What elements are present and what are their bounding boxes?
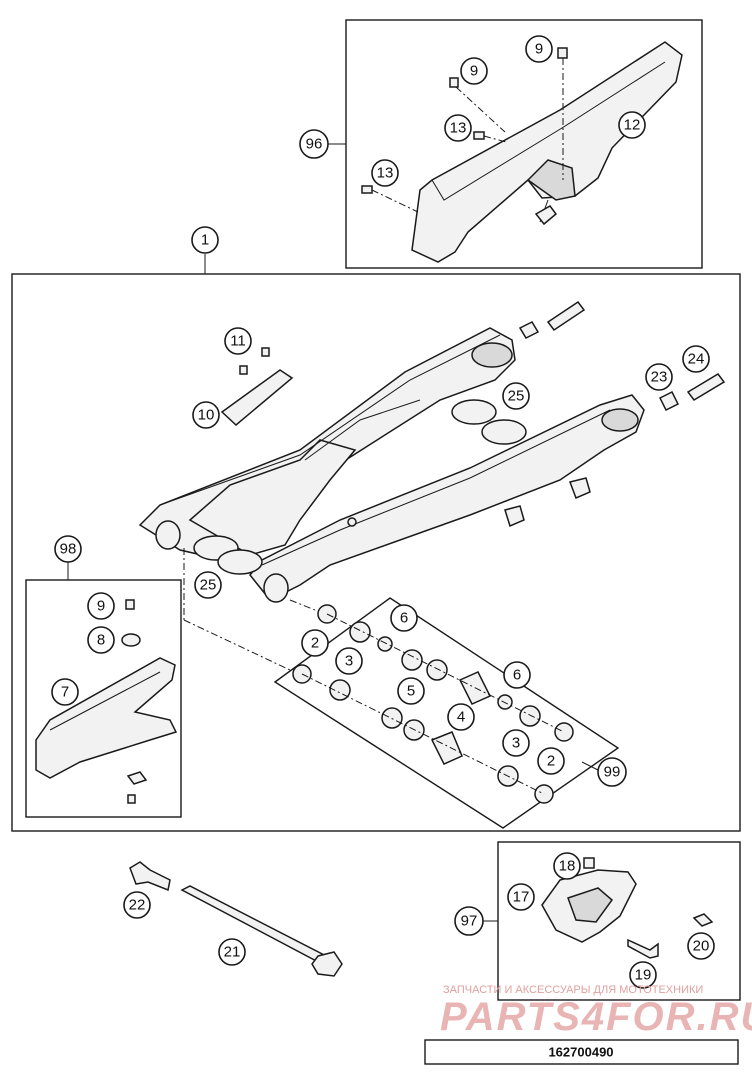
svg-text:20: 20	[693, 938, 710, 955]
svg-text:21: 21	[224, 944, 241, 961]
callout: 1	[191, 226, 219, 254]
callout: 4	[447, 703, 475, 731]
callout: 3	[502, 729, 530, 757]
svg-text:25: 25	[508, 388, 525, 405]
svg-text:9: 9	[470, 63, 478, 80]
callout: 25	[502, 382, 530, 410]
svg-text:19: 19	[635, 967, 652, 984]
drawing-number-frame	[424, 1039, 739, 1065]
swingarm	[138, 327, 645, 603]
callout: 96	[299, 129, 329, 159]
svg-text:9: 9	[535, 41, 543, 58]
callout: 20	[687, 932, 715, 960]
callout: 8	[87, 626, 115, 654]
callout: 97	[454, 906, 484, 936]
spacer-rings	[193, 399, 527, 575]
callout: 2	[301, 629, 329, 657]
callout: 2	[537, 747, 565, 775]
svg-text:6: 6	[513, 667, 521, 684]
callout: 25	[194, 571, 222, 599]
svg-text:25: 25	[200, 577, 217, 594]
svg-text:11: 11	[230, 333, 246, 350]
callout: 9	[460, 57, 488, 85]
svg-text:2: 2	[311, 635, 319, 652]
drawing-number: 162700490	[548, 1045, 613, 1060]
svg-text:10: 10	[198, 407, 215, 424]
svg-text:3: 3	[512, 735, 520, 752]
leader-lines	[67, 143, 599, 922]
callout: 24	[682, 345, 710, 373]
bearing-kit-frame	[273, 597, 620, 829]
svg-text:17: 17	[513, 889, 530, 906]
callout: 13	[371, 159, 399, 187]
chain-guard-screws	[361, 47, 568, 213]
callout: 11	[224, 327, 252, 355]
svg-text:99: 99	[604, 764, 621, 781]
svg-text:22: 22	[129, 897, 146, 914]
svg-text:2: 2	[547, 753, 555, 770]
watermark-tagline: ЗАПЧАСТИ И АКСЕССУАРЫ ДЛЯ МОТОТЕХНИКИ	[443, 984, 703, 996]
chain-guard	[411, 41, 683, 263]
chain-slider	[35, 599, 178, 804]
callout: 23	[645, 363, 673, 391]
callout: 98	[54, 535, 82, 563]
svg-text:7: 7	[61, 684, 69, 701]
svg-text:1: 1	[201, 232, 209, 249]
callout: 18	[553, 852, 581, 880]
svg-text:6: 6	[400, 610, 408, 627]
svg-text:5: 5	[407, 683, 415, 700]
rear-pin	[518, 300, 726, 412]
svg-text:18: 18	[559, 858, 576, 875]
chain-guide	[541, 857, 714, 959]
svg-text:98: 98	[60, 541, 77, 558]
svg-text:96: 96	[306, 136, 323, 153]
callout: 3	[335, 647, 363, 675]
axis-line	[289, 599, 321, 613]
svg-text:23: 23	[651, 369, 668, 386]
callout: 10	[192, 401, 220, 429]
callout: 9	[525, 35, 553, 63]
callout: 7	[51, 678, 79, 706]
callout: 19	[629, 961, 657, 989]
svg-text:9: 9	[97, 598, 105, 615]
svg-text:13: 13	[450, 120, 467, 137]
callout: 99	[597, 757, 627, 787]
callout: 22	[123, 891, 151, 919]
svg-text:97: 97	[461, 913, 478, 930]
callout: 17	[507, 883, 535, 911]
svg-text:24: 24	[688, 351, 705, 368]
slider-block	[220, 347, 294, 427]
svg-text:12: 12	[624, 117, 641, 134]
callout: 13	[444, 114, 472, 142]
svg-text:13: 13	[377, 165, 394, 182]
callout: 21	[218, 938, 246, 966]
svg-text:8: 8	[97, 632, 105, 649]
callout: 6	[390, 604, 418, 632]
callout: 5	[397, 677, 425, 705]
callout: 9	[87, 592, 115, 620]
axis-line	[183, 619, 291, 671]
callout: 6	[503, 661, 531, 689]
watermark-logo: PARTS4FOR.RU	[440, 995, 752, 1039]
svg-text:4: 4	[457, 709, 465, 726]
svg-text:3: 3	[345, 653, 353, 670]
chain-slider-frame	[25, 579, 182, 818]
callout: 12	[618, 111, 646, 139]
swingarm-frame	[11, 273, 741, 832]
bearing-kit-lower	[292, 613, 565, 804]
pivot-bolt	[129, 861, 343, 977]
bearing-kit-upper	[317, 604, 574, 742]
